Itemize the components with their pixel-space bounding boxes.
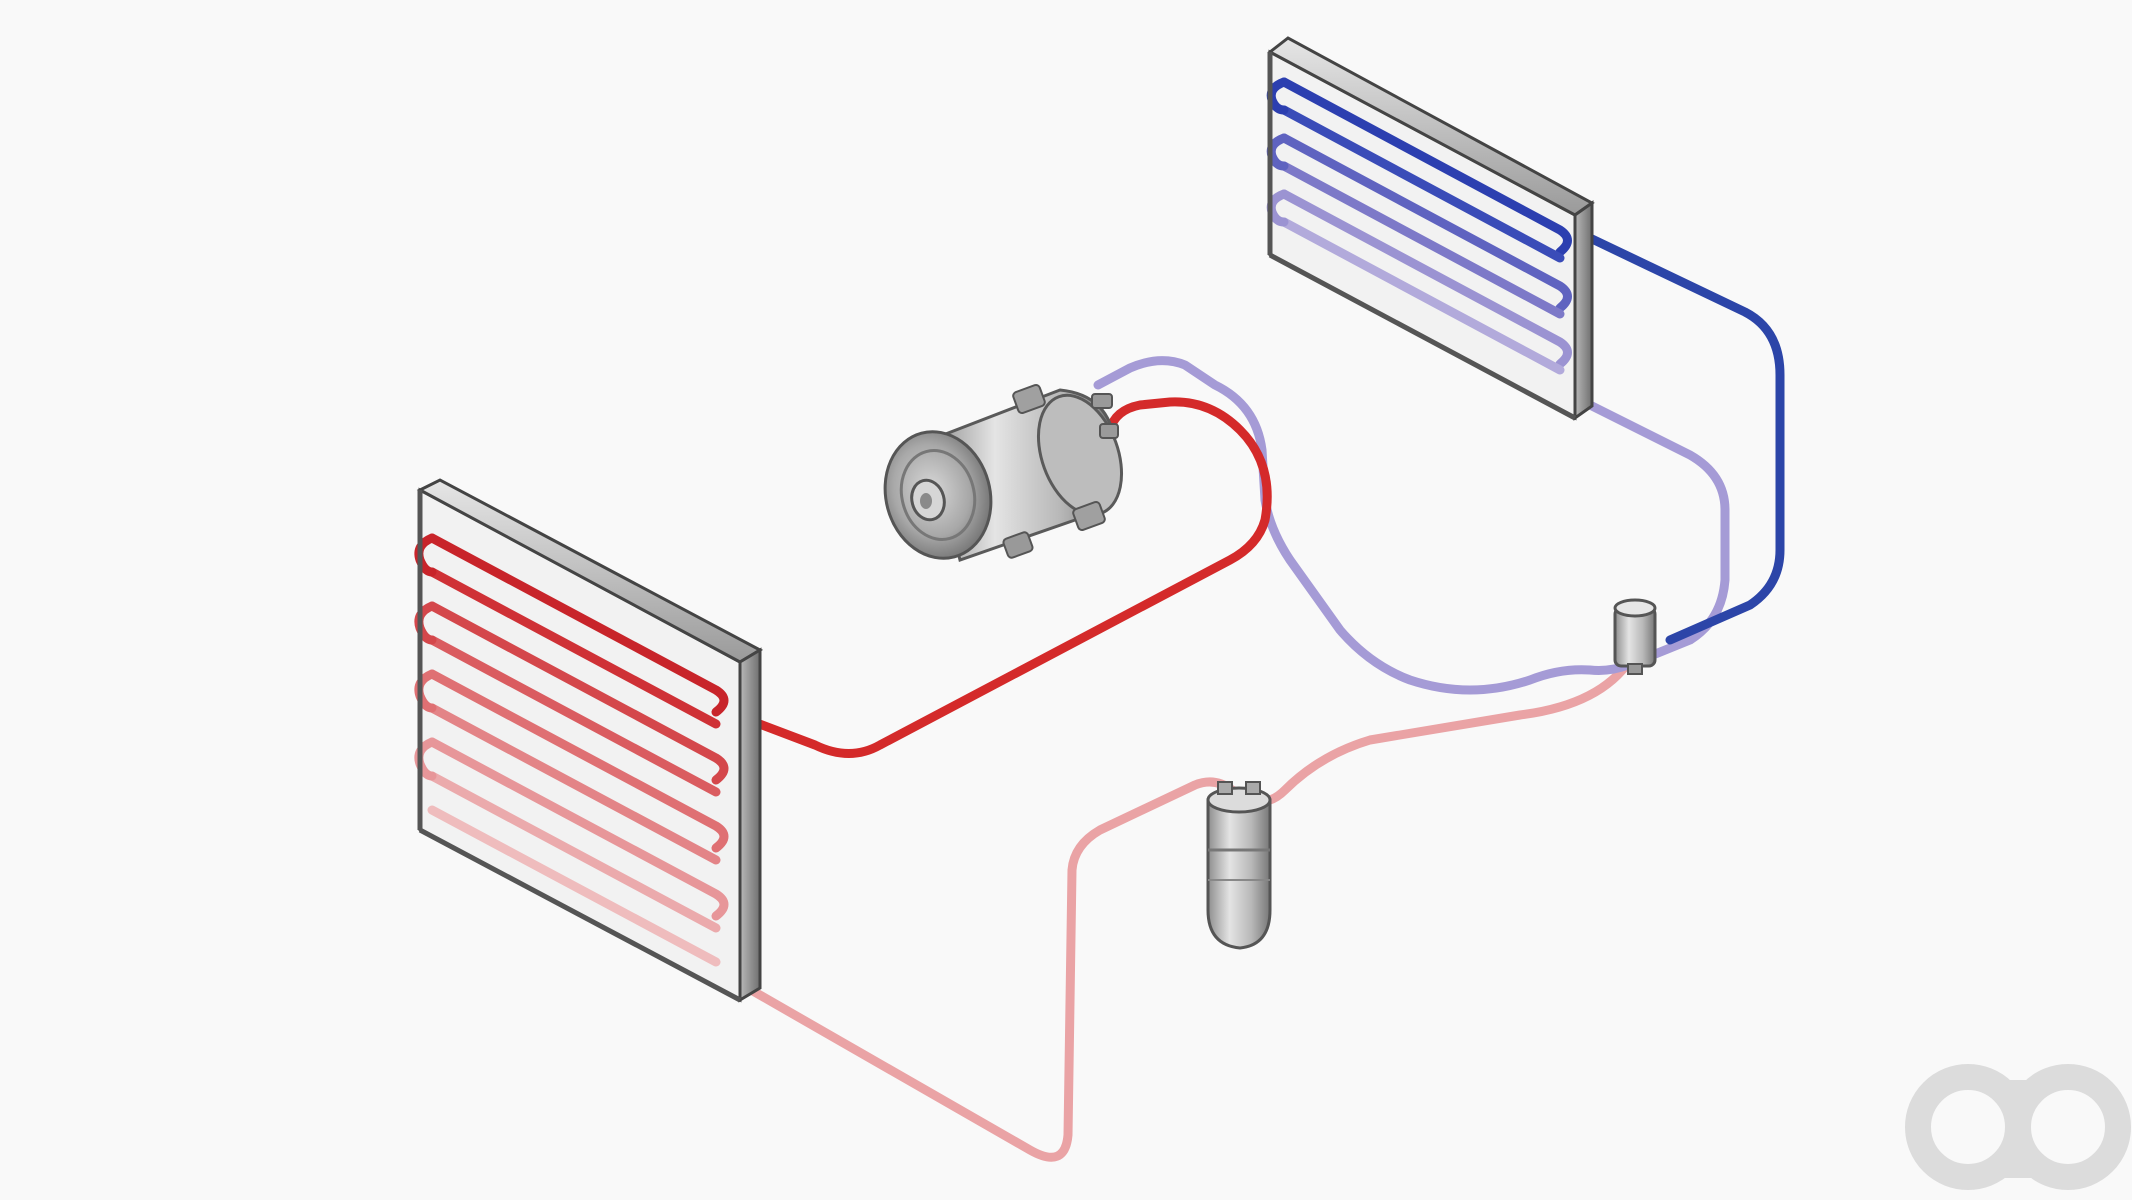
evaporator-coils	[1266, 77, 1572, 375]
receiver-drier	[1206, 781, 1272, 950]
compressor-mount	[1002, 531, 1034, 559]
evaporator	[1266, 36, 1595, 421]
discharge-line	[723, 397, 1272, 758]
compressor-fitting	[1091, 393, 1113, 409]
evaporator-frame-bottom-rail	[1268, 252, 1577, 421]
receiver-drier-body	[1206, 798, 1272, 950]
compressor-mount	[1012, 384, 1046, 414]
evaporator-inlet-line	[1585, 233, 1785, 645]
compressor-mount	[1072, 501, 1106, 531]
expansion-valve-port	[1627, 663, 1643, 675]
receiver-drier-fitting	[1245, 781, 1261, 795]
condenser-frame-bottom-rail	[418, 827, 742, 1003]
condenser	[414, 478, 764, 1003]
condenser-frame-side	[738, 647, 762, 1003]
liquid-line	[720, 655, 1635, 1162]
compressor	[883, 384, 1124, 562]
compressor-hub-center	[920, 493, 932, 509]
refrigerant-lines	[720, 233, 1785, 1162]
expansion-valve	[1613, 598, 1657, 675]
evaporator-frame-side	[1573, 200, 1594, 421]
expansion-valve-cap	[1613, 598, 1657, 618]
compressor-pulley-groove	[899, 449, 977, 541]
compressor-fitting	[1099, 423, 1119, 439]
receiver-drier-fitting	[1217, 781, 1233, 795]
ao-logo-icon	[1905, 1064, 2131, 1190]
suction-line	[1093, 356, 1730, 695]
